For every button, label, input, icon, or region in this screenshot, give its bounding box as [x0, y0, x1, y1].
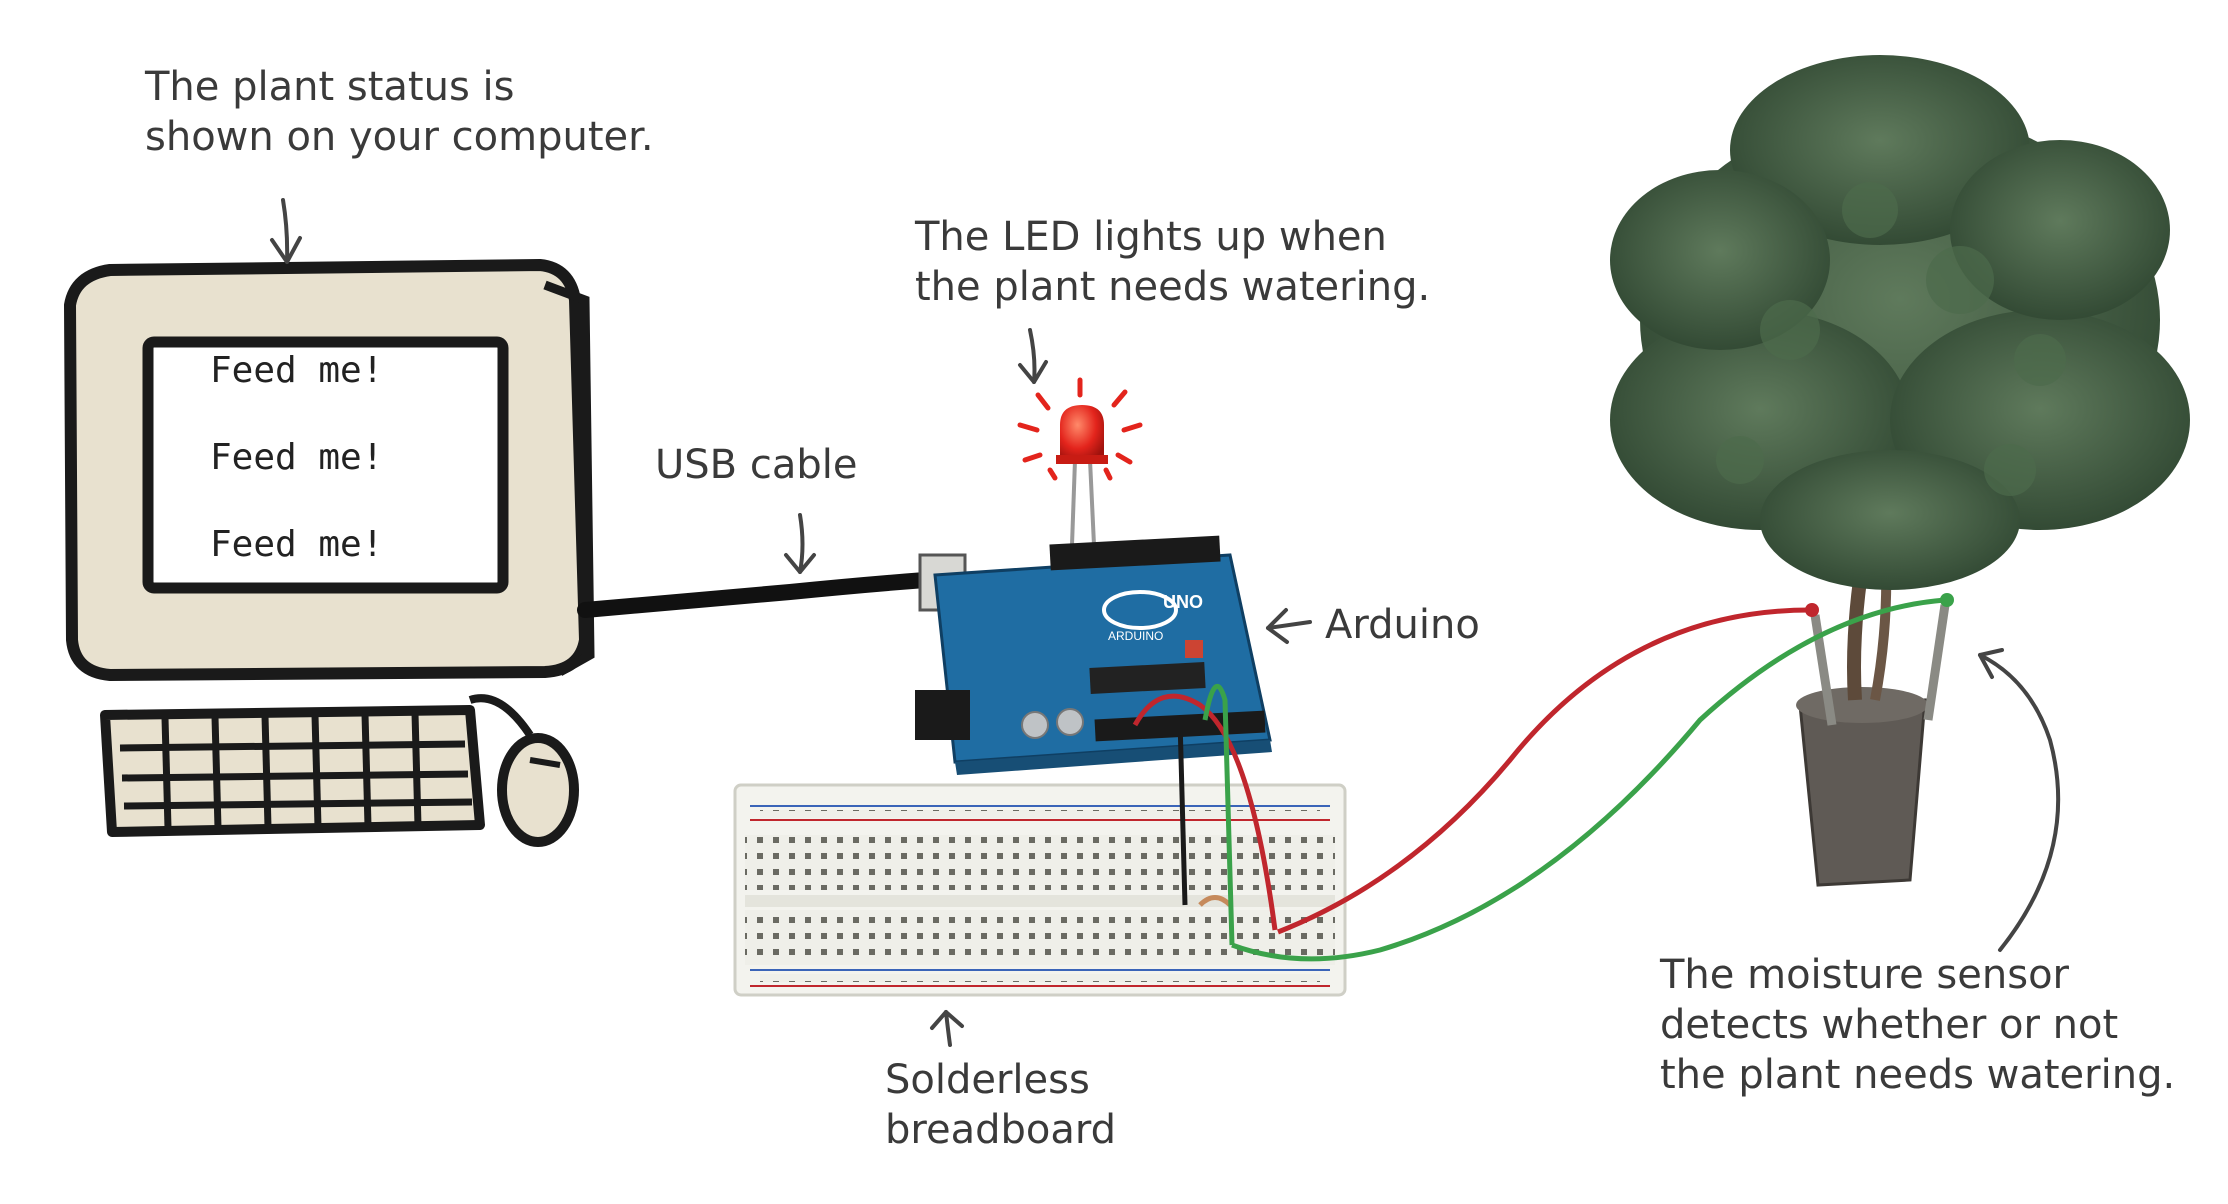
screen-line-2: Feed me!: [210, 437, 383, 478]
red-sensor-wire: [1278, 610, 1810, 932]
keyboard: [105, 710, 480, 832]
mouse: [470, 698, 574, 842]
led-annotation-line-2: the plant needs watering.: [915, 262, 1430, 312]
breadboard-annotation-line-1: Solderless: [885, 1055, 1116, 1105]
led-annotation-line-1: The LED lights up when: [915, 212, 1430, 262]
sensor-probe-right: [1928, 605, 1945, 720]
arrow-to-computer: [272, 200, 300, 262]
arrow-to-usb: [786, 515, 814, 572]
led-annotation: The LED lights up when the plant needs w…: [915, 212, 1430, 312]
usb-annotation: USB cable: [655, 440, 857, 490]
arduino-brand-text: ARDUINO: [1108, 629, 1163, 643]
breadboard-annotation: Solderless breadboard: [885, 1055, 1116, 1155]
arduino-annotation: Arduino: [1325, 600, 1480, 650]
computer-annotation: The plant status is shown on your comput…: [145, 62, 654, 162]
usb-cable: [585, 580, 925, 610]
sensor-annotation: The moisture sensor detects whether or n…: [1660, 950, 2175, 1100]
sensor-annotation-line-2: detects whether or not: [1660, 1000, 2175, 1050]
screen-line-3: Feed me!: [210, 524, 383, 565]
computer-annotation-line-1: The plant status is: [145, 62, 654, 112]
arrow-to-led: [1020, 330, 1046, 382]
sensor-annotation-line-3: the plant needs watering.: [1660, 1050, 2175, 1100]
breadboard-annotation-line-2: breadboard: [885, 1105, 1116, 1155]
arduino-board: UNO ARDUINO: [915, 536, 1272, 775]
computer-annotation-line-2: shown on your computer.: [145, 112, 654, 162]
led: [1020, 380, 1140, 545]
sensor-annotation-line-1: The moisture sensor: [1660, 950, 2175, 1000]
arrow-to-breadboard: [932, 1012, 962, 1045]
arrow-to-arduino: [1268, 610, 1310, 642]
screen-line-1: Feed me!: [210, 350, 383, 391]
arrow-to-sensor: [1980, 650, 2058, 950]
arduino-logo-text: UNO: [1163, 592, 1203, 612]
plant: [1610, 55, 2190, 885]
